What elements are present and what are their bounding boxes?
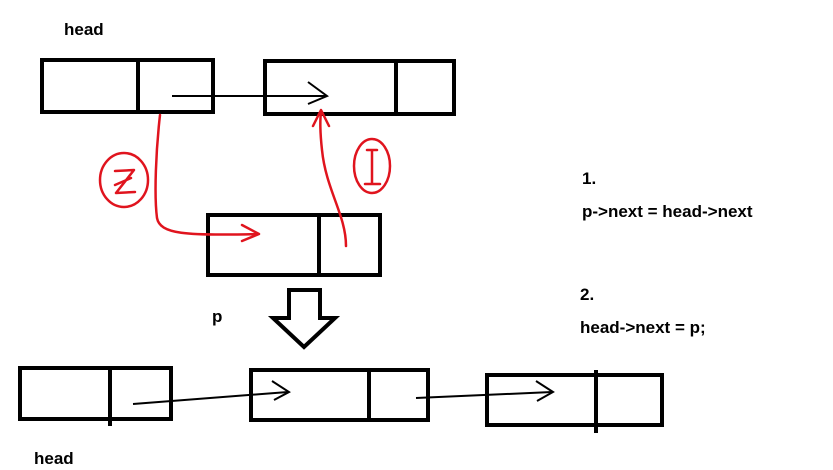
red-arrow-step2 [154,113,261,243]
bottom-next-node [485,370,664,433]
top-head-node [40,58,215,114]
red-circle-2 [98,151,150,209]
bottom-head-node [18,366,173,426]
top-next-node [263,59,456,116]
step2-number: 2. [580,285,594,304]
step1-number: 1. [582,169,596,188]
bottom-arrow-p-to-next [415,380,555,402]
head-label-top: head [64,20,104,39]
transform-down-arrow [267,288,341,350]
red-circle-1 [352,137,392,195]
new-node-p [206,213,382,277]
step2-code: head->next = p; [580,318,706,337]
red-arrow-step1 [311,108,348,248]
bottom-arrow-head-to-p [132,380,291,405]
step1-code: p->next = head->next [582,202,753,221]
head-label-bottom: head [34,449,74,468]
top-head-to-next-arrow [172,81,330,105]
p-label: p [212,307,222,326]
bottom-p-node [249,368,430,422]
